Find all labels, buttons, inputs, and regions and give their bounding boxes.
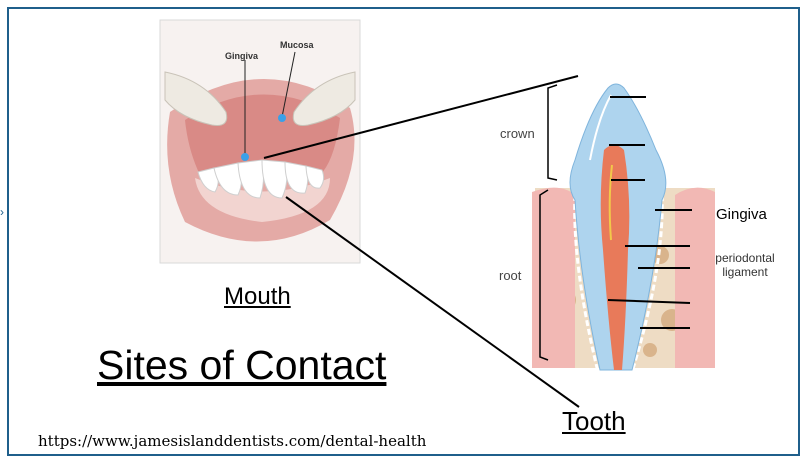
root-label: root [499, 268, 521, 283]
crown-label: crown [500, 126, 535, 141]
slide-title: Sites of Contact [97, 342, 386, 389]
source-url: https://www.jamesislanddentists.com/dent… [38, 432, 426, 450]
mouth-gingiva-label: Gingiva [225, 51, 258, 61]
mucosa-label: Mucosa [280, 40, 314, 50]
mouth-label: Mouth [224, 283, 291, 311]
tooth-label: Tooth [562, 406, 626, 437]
left-edge-arrow-icon: › [0, 205, 4, 219]
periodontal-ligament-label: periodontal ligament [704, 251, 786, 279]
tooth-gingiva-label: Gingiva [716, 206, 767, 223]
tooth-illustration [532, 84, 715, 372]
